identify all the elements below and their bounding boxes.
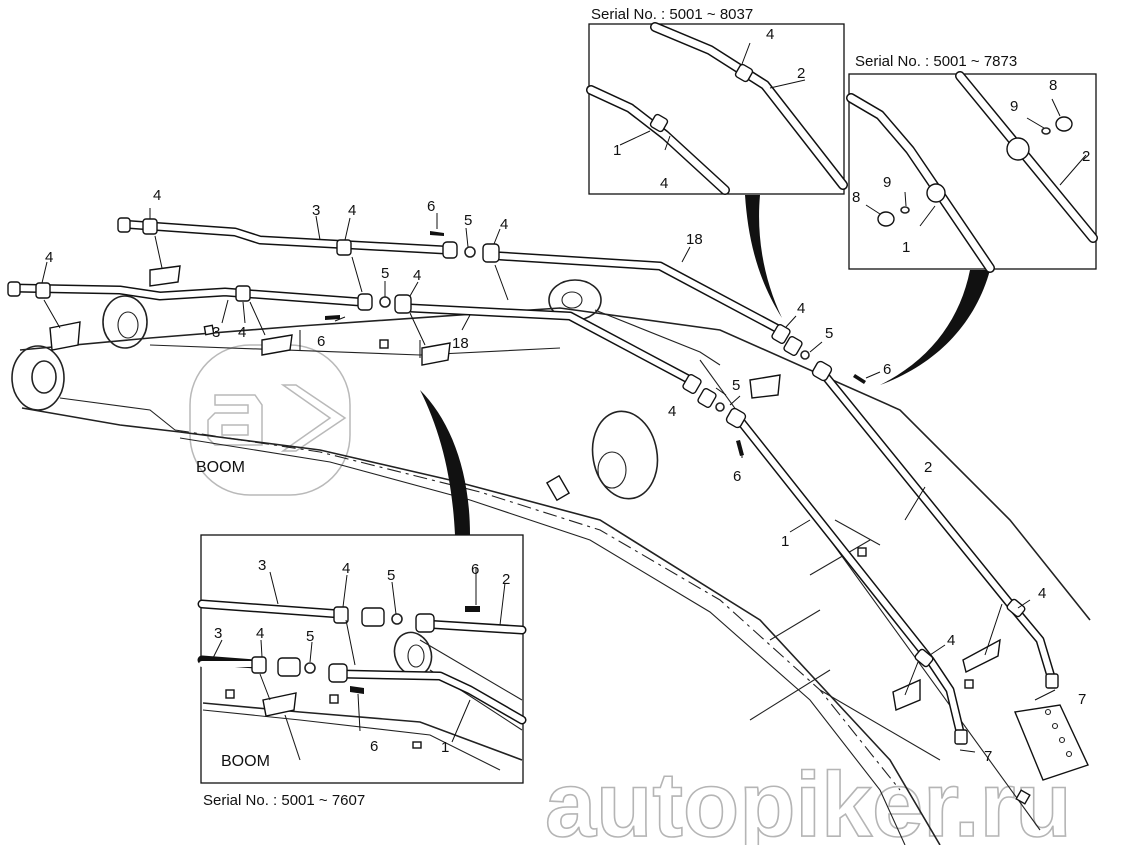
label-2: 2 xyxy=(502,571,510,588)
label-4: 4 xyxy=(413,267,421,284)
label-5: 5 xyxy=(825,325,833,342)
main-labels: 4 3 4 6 5 4 18 4 3 4 5 4 6 18 4 5 6 4 5 … xyxy=(45,187,1086,765)
label-18: 18 xyxy=(452,335,469,352)
label-3: 3 xyxy=(214,625,222,642)
label-2: 2 xyxy=(797,65,805,82)
pipe-2-main[interactable] xyxy=(817,367,1057,685)
label-1: 1 xyxy=(902,239,910,256)
label-4: 4 xyxy=(256,625,264,642)
label-8: 8 xyxy=(852,189,860,206)
label-6: 6 xyxy=(427,198,435,215)
inset-top-right[interactable]: Serial No. : 5001 ~ 7873 8 9 1 8 9 2 xyxy=(846,53,1098,273)
label-4: 4 xyxy=(342,560,350,577)
label-4: 4 xyxy=(797,300,805,317)
label-8: 8 xyxy=(1049,77,1057,94)
serial-number-text: Serial No. : 5001 ~ 7873 xyxy=(855,53,1017,70)
label-6: 6 xyxy=(733,468,741,485)
label-4: 4 xyxy=(766,26,774,43)
label-4: 4 xyxy=(1038,585,1046,602)
label-2: 2 xyxy=(924,459,932,476)
callout-arrow-top-right xyxy=(880,270,990,385)
label-9: 9 xyxy=(1010,98,1018,115)
watermark-text: autopiker.ru xyxy=(545,754,1072,845)
label-6: 6 xyxy=(883,361,891,378)
label-5: 5 xyxy=(306,628,314,645)
label-1: 1 xyxy=(441,739,449,756)
label-4: 4 xyxy=(348,202,356,219)
label-9: 9 xyxy=(883,174,891,191)
label-3: 3 xyxy=(312,202,320,219)
boom-label: BOOM xyxy=(196,459,245,476)
boom-structure xyxy=(11,265,1091,845)
label-4: 4 xyxy=(238,324,246,341)
callout-arrow-top-middle xyxy=(745,195,782,318)
pipe-18-lower[interactable] xyxy=(405,303,695,385)
label-5: 5 xyxy=(732,377,740,394)
label-7: 7 xyxy=(984,748,992,765)
label-5: 5 xyxy=(387,567,395,584)
label-4: 4 xyxy=(947,632,955,649)
label-4: 4 xyxy=(45,249,53,266)
label-6: 6 xyxy=(317,333,325,350)
label-6: 6 xyxy=(471,561,479,578)
label-3: 3 xyxy=(212,324,220,341)
label-4: 4 xyxy=(153,187,161,204)
leader-lines xyxy=(41,208,1056,753)
inset-bottom-left[interactable]: 3 4 5 6 2 3 4 5 1 6 BOOM Serial No. : 50… xyxy=(197,534,527,809)
pipe-3-upper[interactable] xyxy=(117,219,450,255)
pipe-18-upper[interactable] xyxy=(495,251,785,335)
label-1: 1 xyxy=(781,533,789,550)
pipe-3-lower[interactable] xyxy=(7,283,365,307)
serial-number-text: Serial No. : 5001 ~ 8037 xyxy=(591,6,753,23)
label-6: 6 xyxy=(370,738,378,755)
label-3: 3 xyxy=(258,557,266,574)
serial-number-text: Serial No. : 5001 ~ 7607 xyxy=(203,792,365,809)
label-4: 4 xyxy=(500,216,508,233)
callout-arrow-bottom-left xyxy=(420,390,470,535)
label-7: 7 xyxy=(1078,691,1086,708)
boom-label: BOOM xyxy=(221,753,270,770)
label-5: 5 xyxy=(464,212,472,229)
watermark-logo-a-icon xyxy=(207,394,263,446)
watermark: autopiker.ru xyxy=(189,344,1072,845)
mounting-plate xyxy=(1014,704,1089,781)
label-18: 18 xyxy=(686,231,703,248)
boom-foot-pin-hole xyxy=(31,360,57,394)
label-1: 4 xyxy=(660,175,668,192)
pipe-fittings xyxy=(7,217,1059,745)
watermark-arrow-icon xyxy=(280,384,347,452)
label-4: 4 xyxy=(668,403,676,420)
pipe-1-main[interactable] xyxy=(733,413,967,745)
inset-top-middle[interactable]: Serial No. : 5001 ~ 8037 1 4 2 4 xyxy=(586,6,848,195)
label-2: 2 xyxy=(1082,148,1090,165)
callout-arrows xyxy=(420,195,990,535)
label-4: 1 xyxy=(613,142,621,159)
label-5: 5 xyxy=(381,265,389,282)
